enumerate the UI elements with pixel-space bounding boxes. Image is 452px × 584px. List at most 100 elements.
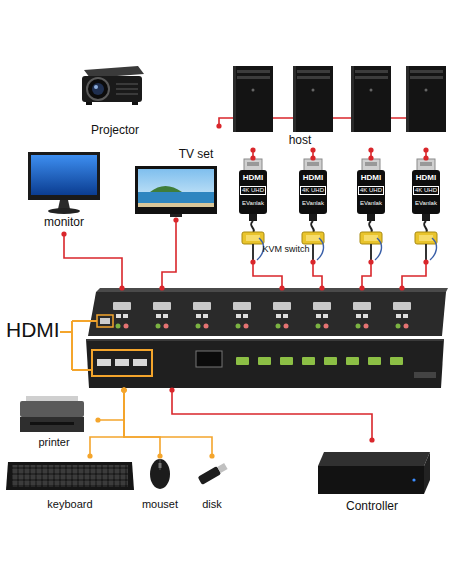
kvm-rear-panel: [88, 288, 448, 336]
hdmi-adapter: [360, 232, 382, 244]
hdmi-adapter: [304, 159, 322, 171]
connector-dot: [368, 155, 373, 160]
kvm-front-panel: [236, 357, 249, 365]
hdmi-bracket: [60, 321, 97, 370]
connector-dot: [209, 453, 214, 458]
printer-illustration: [20, 401, 84, 417]
connector-dot: [250, 155, 255, 160]
tv-illustration: [138, 169, 214, 207]
host-tower: [355, 70, 388, 73]
adapter-text: 4K UHD: [358, 186, 384, 195]
hdmi-adapter: [302, 232, 324, 244]
kvm-rear-panel: [193, 302, 211, 329]
connector-dot: [423, 155, 428, 160]
connector-dot: [121, 387, 126, 392]
adapter-text: 4K UHD: [240, 186, 266, 195]
device-label: Controller: [310, 500, 434, 514]
projector-illustration: [132, 102, 138, 105]
device-label: keyboard: [4, 498, 136, 511]
host-tower: [233, 66, 273, 132]
host-link-line: [216, 123, 221, 128]
hdmi-adapter: [317, 238, 323, 260]
hdmi-adapter: [420, 162, 432, 166]
kvm-front-panel: [86, 339, 444, 388]
hdmi-adapter: [424, 221, 427, 232]
projector-illustration: [86, 102, 92, 105]
printer-node: printer: [12, 392, 98, 452]
hdmi-bracket: [60, 321, 97, 370]
hdmi-adapter: [417, 159, 435, 171]
kvm-front-panel: [92, 350, 152, 376]
connector-dot: [399, 285, 404, 290]
adapter-text: HDMI: [297, 173, 329, 182]
mouse-illustration: [159, 463, 162, 468]
tv-illustration: [138, 192, 214, 207]
adapter-text: EVanlak: [408, 200, 444, 207]
projector-illustration: [82, 76, 142, 102]
host-tower: [355, 76, 388, 79]
kvm-rear-panel: [313, 302, 331, 329]
disk-illustration: [198, 466, 222, 485]
connector-dot: [173, 217, 178, 222]
mouse-illustration: [160, 459, 161, 470]
adapter-text: HDMI: [410, 173, 442, 182]
callout-label: HDMI: [6, 318, 60, 341]
connector-dot: [310, 155, 315, 160]
hdmi-adapter: [252, 244, 254, 262]
connector-dot: [119, 285, 124, 290]
connector-dot: [369, 437, 374, 442]
tv-illustration: [170, 214, 182, 217]
hdmi-adapter: [430, 238, 436, 260]
hdmi-adapter: [251, 221, 254, 232]
monitor-illustration: [58, 200, 70, 209]
connector-dot: [159, 285, 164, 290]
monitor-illustration: [31, 155, 97, 195]
kvm-front-panel: [86, 339, 444, 388]
host-tower: [406, 66, 446, 132]
connector-dot: [319, 285, 324, 290]
adapter-text: EVanlak: [295, 200, 331, 207]
adapter-text: 4K UHD: [300, 186, 326, 195]
host-tower: [237, 70, 270, 73]
hdmi-adapter: [307, 162, 319, 166]
projector-node: Projector: [70, 56, 160, 140]
hdmi-adapter: [311, 221, 314, 232]
kvm-rear-panel: [113, 302, 131, 329]
device-label: KVM switch: [258, 244, 314, 254]
hdmi-adapter: [246, 235, 260, 241]
host-tower: [312, 89, 315, 92]
connector-dot: [359, 285, 364, 290]
host-tower: [293, 66, 333, 132]
adapter-text: HDMI: [355, 173, 387, 182]
cable-connector: [162, 220, 176, 288]
monitor-illustration: [28, 152, 100, 200]
cable-connector: [90, 390, 124, 456]
cable-connector: [64, 234, 122, 288]
kvm-rear-panel: [233, 302, 251, 329]
mouse-illustration: [150, 459, 170, 489]
monitor-illustration: [48, 208, 80, 214]
keyboard-illustration: [6, 462, 134, 490]
projector-illustration: [116, 83, 138, 85]
hdmi-adapter: [375, 238, 381, 260]
kvm-rear-panel: [97, 315, 113, 327]
connector-dot: [368, 147, 373, 152]
host-tower: [252, 89, 255, 92]
adapter-text: 4K UHD: [413, 186, 439, 195]
keyboard-node: keyboard: [4, 456, 136, 514]
monitor-illustration: [28, 152, 100, 214]
device-label: disk: [188, 498, 236, 511]
connector-dot: [95, 417, 100, 422]
host-tower: [351, 66, 354, 132]
cable-connector: [253, 262, 282, 288]
kvm-switch-node: KVM switch: [85, 288, 445, 390]
kvm-front-panel: [97, 359, 111, 366]
cable-connector: [402, 262, 426, 288]
device-label: printer: [12, 436, 96, 449]
cable-connector: [172, 390, 372, 440]
connector-dot: [87, 453, 92, 458]
device-label: monitor: [22, 216, 106, 230]
